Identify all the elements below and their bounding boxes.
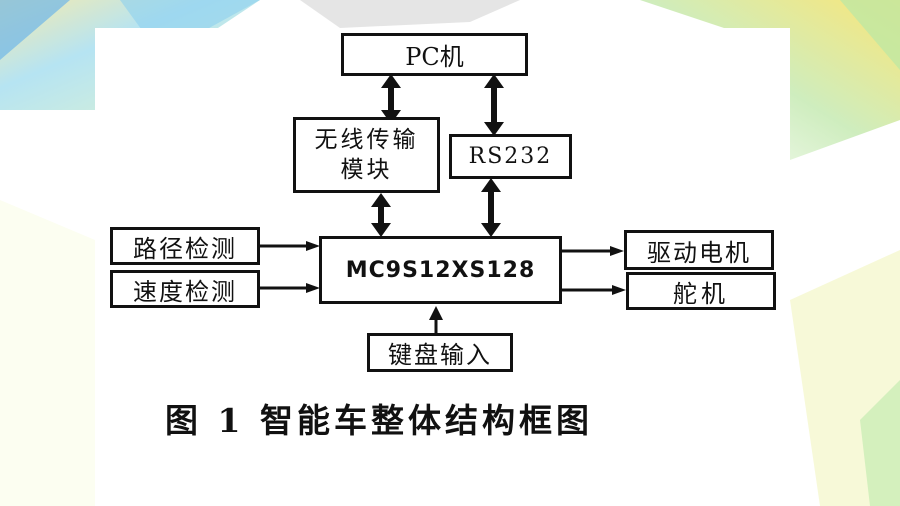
node-speed-detect: 速度检测: [110, 270, 260, 308]
node-rs232: RS232: [449, 134, 572, 179]
node-drive-motor: 驱动电机: [624, 230, 774, 270]
node-path-detect: 路径检测: [110, 227, 260, 265]
node-mcu: MC9S12XS128: [319, 236, 562, 304]
edge-keyboard-mcu: [429, 306, 443, 334]
edge-pc-rs232: [484, 74, 504, 136]
node-rs232-label: RS232: [468, 144, 553, 169]
edge-speed-mcu: [259, 283, 320, 293]
node-wireless-module: 无线传输 模块: [293, 117, 440, 193]
edge-mcu-servo: [561, 285, 626, 295]
node-pc: PC机: [341, 33, 528, 76]
edge-wireless-mcu: [371, 193, 391, 237]
edge-path-mcu: [259, 241, 320, 251]
node-servo-label: 舵机: [673, 279, 729, 308]
node-keyboard-input-label: 键盘输入: [388, 341, 492, 369]
node-wireless-label-line1: 无线传输: [314, 127, 419, 153]
node-servo: 舵机: [626, 272, 776, 310]
node-wireless-label-line2: 模块: [340, 157, 393, 183]
node-speed-detect-label: 速度检测: [133, 277, 237, 306]
node-mcu-label: MC9S12XS128: [345, 257, 536, 283]
node-path-detect-label: 路径检测: [133, 234, 237, 263]
node-drive-motor-label: 驱动电机: [647, 238, 751, 267]
node-keyboard-input: 键盘输入: [367, 333, 513, 372]
edge-mcu-motor: [561, 246, 624, 256]
figure-caption: 图 1 智能车整体结构框图: [165, 401, 593, 440]
node-pc-label: PC机: [405, 43, 464, 71]
edge-rs232-mcu: [481, 178, 501, 237]
